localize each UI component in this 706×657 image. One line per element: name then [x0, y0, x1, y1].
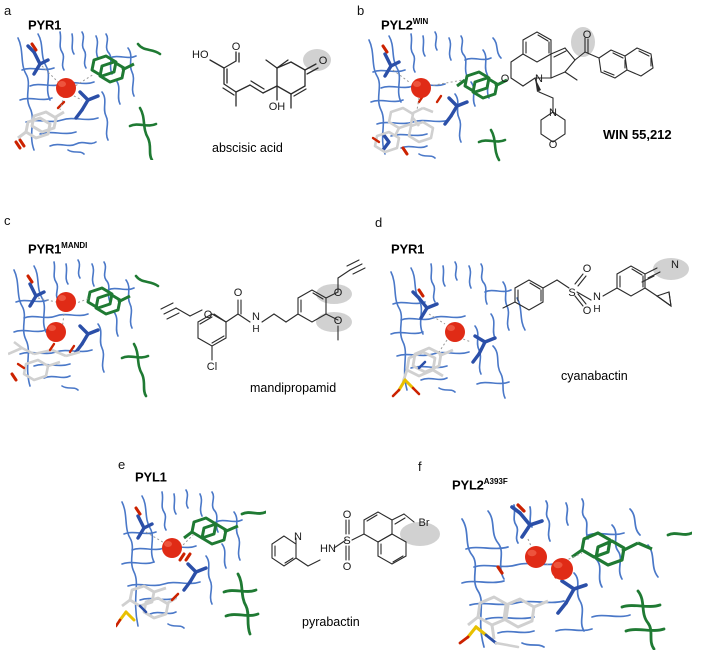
- panel-e-protein-label: PYL1: [135, 470, 167, 483]
- protein-name-text: PYL1: [135, 469, 167, 485]
- panel-b-structure-image: [363, 30, 518, 165]
- atom-label-propargyloxy-o: O: [334, 287, 343, 299]
- atom-label-indole-n: N: [535, 73, 543, 85]
- water-molecule-sphere-2: [46, 322, 66, 342]
- panel-b-compound-name: WIN 55,212: [603, 127, 672, 142]
- panel-a-compound-name: abscisic acid: [212, 141, 283, 155]
- atom-label-sulfur: S: [568, 287, 575, 299]
- protein-superscript-text: MANDI: [61, 241, 88, 250]
- atom-label-methoxy-o: O: [334, 315, 343, 327]
- atom-label-morpholine-o: O: [549, 139, 558, 151]
- atom-label-pyridine-n: N: [294, 531, 302, 543]
- panel-b-letter: b: [357, 3, 365, 18]
- water-molecule-sphere: [411, 78, 431, 98]
- water-molecule-sphere: [162, 538, 182, 558]
- panel-a: a PYR1: [0, 0, 353, 200]
- atom-label-amide-o: O: [234, 287, 243, 299]
- panel-b-protein-label: PYL2WIN: [381, 17, 429, 33]
- atom-label-sulfonamide-hn: HN: [320, 543, 336, 555]
- panel-c-compound-name: mandipropamid: [250, 381, 337, 395]
- highlight-ellipse: [653, 258, 689, 280]
- water-molecule-sphere: [56, 78, 76, 98]
- protein-superscript-text: A393F: [483, 477, 508, 486]
- panel-d-structure-image: [383, 258, 533, 403]
- highlight-ellipse-2: [316, 312, 352, 332]
- atom-label-bromine: Br: [419, 517, 430, 529]
- panel-c-compound-structure: O O N H Cl O O: [160, 259, 366, 373]
- panel-e: e PYL1: [110, 440, 440, 657]
- panel-d-letter: d: [375, 215, 383, 230]
- water-molecule-sphere-2: [551, 558, 573, 580]
- protein-name-text: PYL2: [452, 477, 484, 493]
- atom-label-ketone-o: O: [319, 55, 328, 67]
- atom-label-sulfonyl-o-top: O: [343, 509, 352, 521]
- panel-d-protein-label: PYR1: [391, 242, 424, 255]
- panel-c-structure-image: [8, 258, 160, 398]
- panel-e-letter: e: [118, 457, 126, 472]
- panel-c-letter: c: [4, 213, 11, 228]
- atom-label-carboxyl-o: O: [232, 41, 241, 53]
- panel-f-structure-image: [452, 495, 692, 650]
- panel-b: b PYL2WIN: [353, 0, 706, 200]
- panel-e-compound-structure: N HN S O O Br: [271, 509, 440, 573]
- panel-c-protein-label: PYR1MANDI: [28, 241, 88, 257]
- protein-name-text: PYL2: [381, 17, 413, 33]
- atom-label-nitrile-n: N: [671, 259, 679, 271]
- atom-label-sulfur: S: [343, 535, 350, 547]
- protein-name-text: PYR1: [28, 17, 62, 33]
- panel-d-compound-name: cyanabactin: [561, 369, 628, 383]
- panel-f-letter: f: [418, 459, 422, 474]
- panel-b-compound-structure: O N O N O: [501, 27, 654, 151]
- panel-d: d PYR1: [353, 210, 706, 430]
- highlight-ellipse: [571, 27, 595, 57]
- atom-label-sulfonamide-n: N: [593, 291, 601, 303]
- atom-label-amide-h: H: [252, 324, 259, 335]
- atom-label-ho: HO: [192, 49, 209, 61]
- panel-f-protein-label: PYL2A393F: [452, 477, 508, 493]
- panel-e-compound-name: pyrabactin: [302, 615, 360, 629]
- water-molecule-sphere-1: [525, 546, 547, 568]
- atom-label-sulfonyl-o-bottom: O: [343, 561, 352, 573]
- panel-e-structure-image: [116, 486, 266, 641]
- atom-label-sulfonyl-o-bottom: O: [583, 305, 592, 317]
- highlight-ellipse: [303, 49, 331, 71]
- protein-name-text: PYR1: [28, 241, 62, 257]
- atom-label-ring-o: O: [501, 73, 510, 85]
- protein-superscript-text: WIN: [412, 17, 429, 26]
- panel-a-protein-label: PYR1: [28, 18, 61, 31]
- atom-label-carbonyl-o: O: [583, 29, 592, 41]
- water-molecule-sphere: [445, 322, 465, 342]
- atom-label-morpholine-n: N: [549, 107, 557, 119]
- atom-label-chlorine: Cl: [207, 361, 217, 373]
- atom-label-hydroxyl: OH: [269, 101, 286, 113]
- atom-label-sulfonyl-o-top: O: [583, 263, 592, 275]
- panel-f: f PYL2A393F: [410, 440, 706, 657]
- atom-label-sulfonamide-h: H: [593, 304, 600, 315]
- panel-a-compound-structure: HO O OH O: [192, 41, 331, 113]
- highlight-ellipse: [400, 522, 440, 546]
- water-molecule-sphere-1: [56, 292, 76, 312]
- panel-c: c PYR1MANDI: [0, 210, 366, 430]
- atom-label-amide-n: N: [252, 311, 260, 323]
- panel-a-letter: a: [4, 3, 12, 18]
- protein-name-text: PYR1: [391, 241, 425, 257]
- atom-label-ether-o: O: [204, 309, 213, 321]
- panel-d-compound-structure: S O O N H N: [502, 258, 689, 317]
- panel-a-structure-image: [10, 30, 165, 160]
